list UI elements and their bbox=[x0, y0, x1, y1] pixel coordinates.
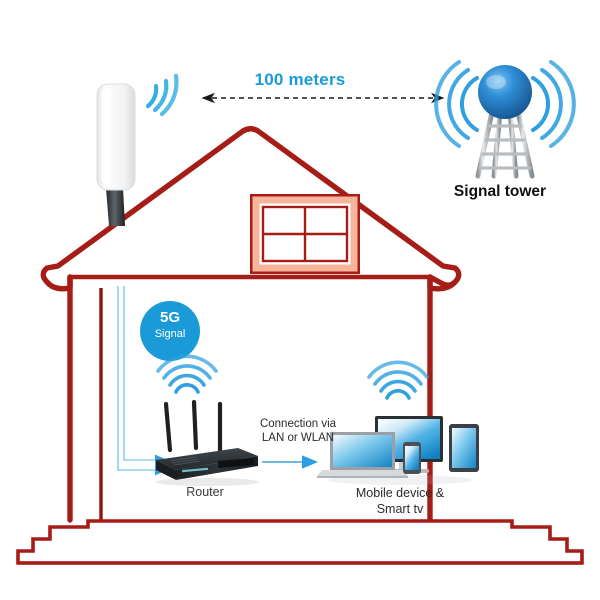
tower-legs bbox=[475, 109, 535, 179]
connection-label: Connection via LAN or WLAN bbox=[259, 418, 337, 445]
house-base-steps bbox=[16, 519, 584, 565]
badge-5g-sub-text: Signal bbox=[154, 328, 186, 340]
device-cluster bbox=[317, 416, 479, 485]
cpe-signal-arcs bbox=[145, 73, 179, 117]
signal-tower bbox=[434, 60, 576, 179]
distance-label: 100 meters bbox=[254, 70, 346, 89]
badge-5g-signal bbox=[140, 301, 200, 361]
router-device bbox=[155, 399, 259, 486]
house-outline bbox=[40, 126, 462, 523]
cpe-antenna bbox=[96, 73, 179, 226]
device-tablet bbox=[449, 424, 479, 472]
signal-tower-label: Signal tower bbox=[453, 183, 547, 200]
device-smartphone bbox=[403, 442, 421, 474]
router-ports bbox=[182, 457, 255, 473]
badge-5g-main-text: 5G bbox=[159, 309, 180, 326]
house-window bbox=[250, 194, 360, 274]
device-laptop bbox=[317, 432, 408, 478]
devices-label: Mobile device & Smart tv bbox=[355, 486, 445, 516]
router-label: Router bbox=[186, 485, 224, 499]
antenna-to-router-cables bbox=[117, 286, 168, 476]
router-wifi-arcs bbox=[156, 354, 218, 394]
devices-wifi-arcs bbox=[367, 360, 429, 400]
